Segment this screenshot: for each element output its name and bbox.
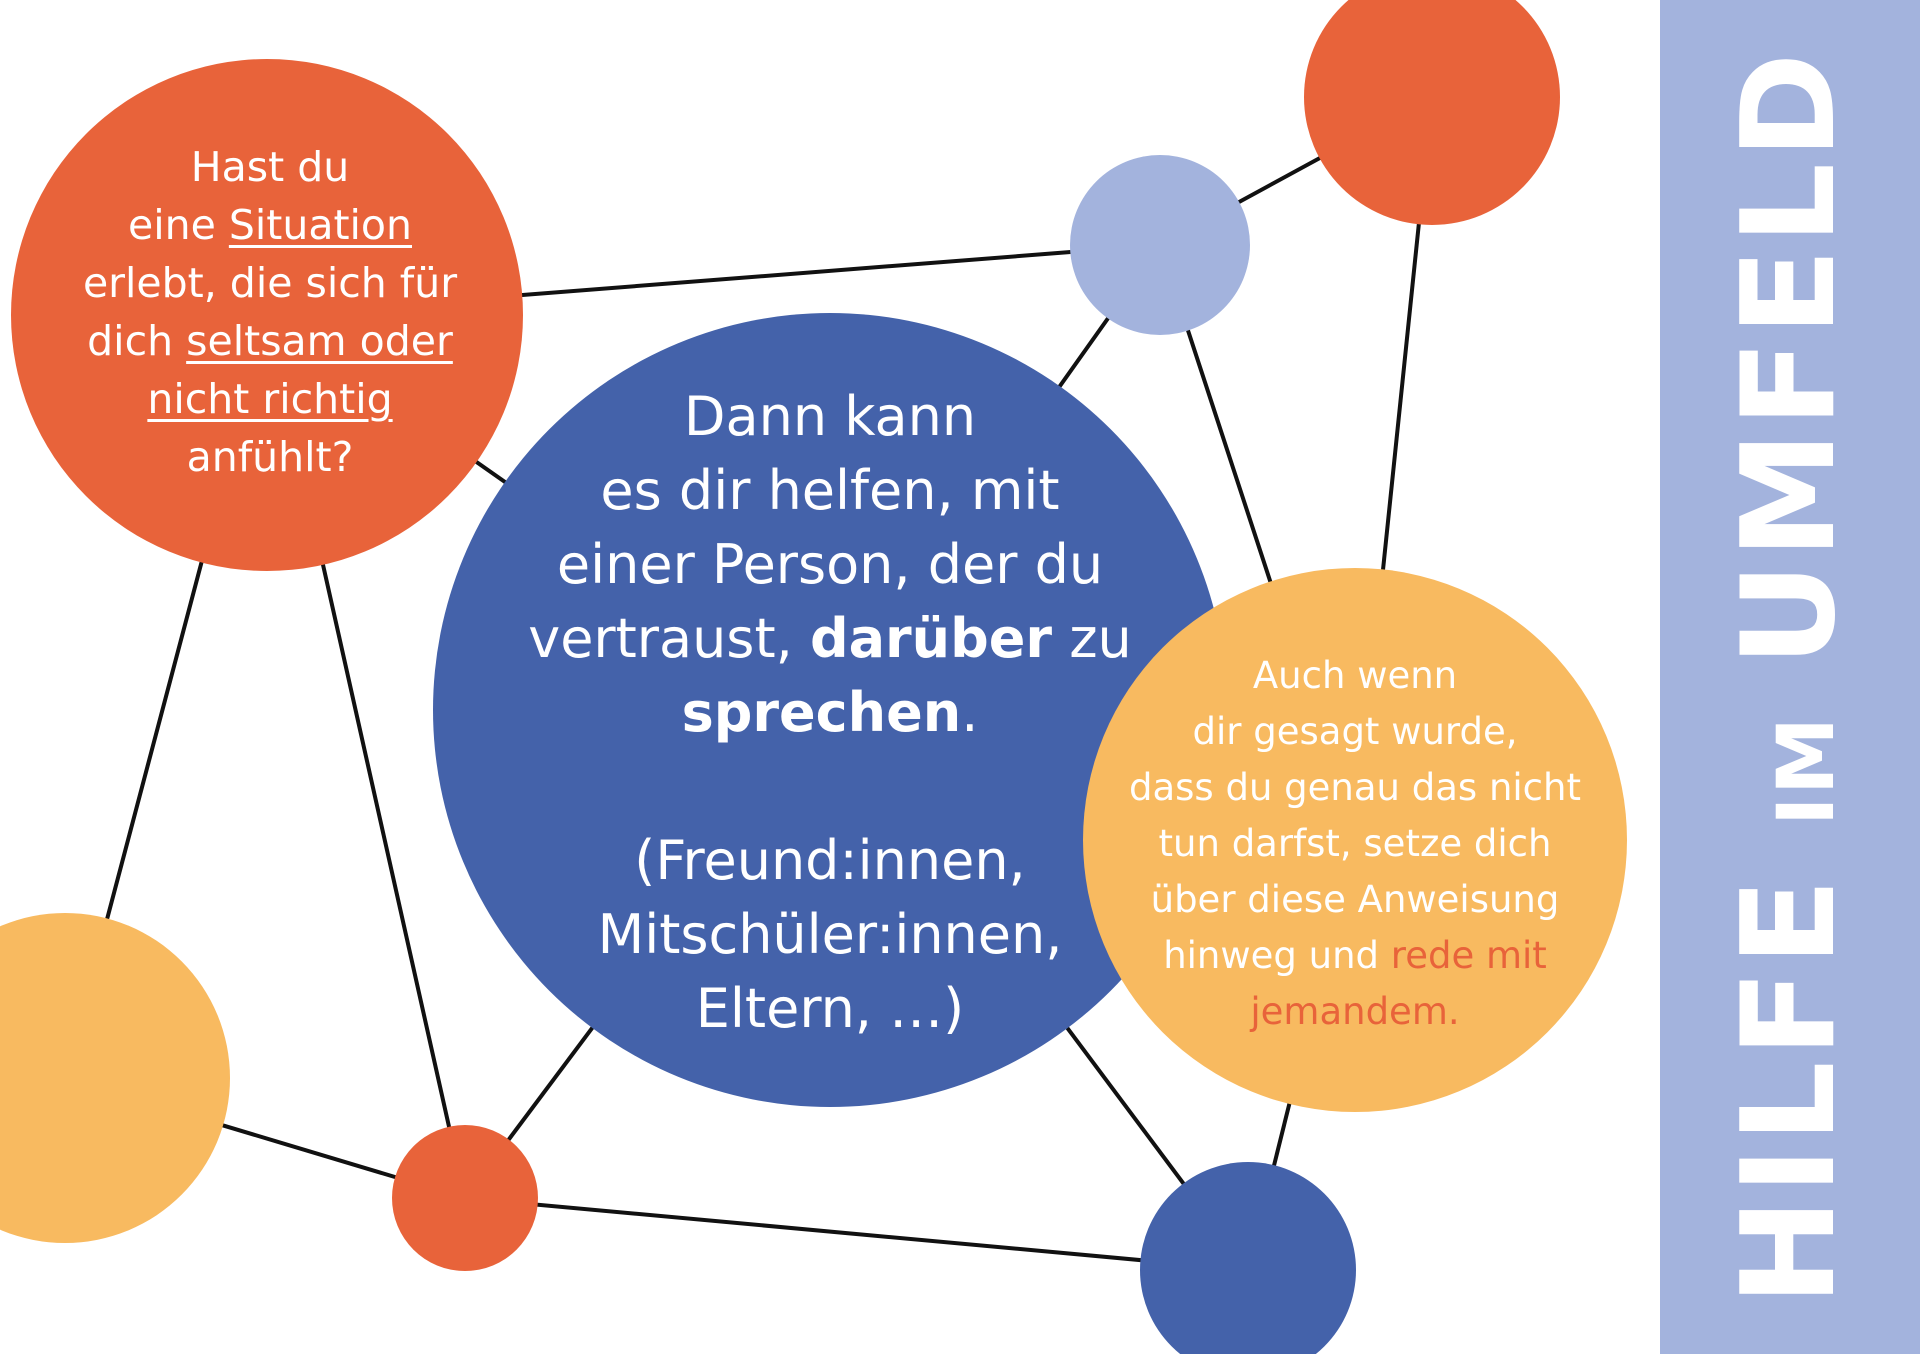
main-line: vertraust, darüber zu bbox=[528, 607, 1132, 670]
main-line: einer Person, der du bbox=[556, 533, 1104, 596]
question-line: dich seltsam oder bbox=[87, 317, 453, 365]
connector-line bbox=[464, 1196, 1249, 1272]
side-line: tun darfst, setze dich bbox=[1158, 822, 1552, 865]
side-text: Auch wenn dir gesagt wurde, dass du gena… bbox=[1080, 648, 1630, 1040]
question-line: eine Situation bbox=[128, 201, 412, 249]
question-line: Hast du bbox=[190, 143, 350, 191]
examples-list: (Freund:innen, Mitschüler:innen, Eltern,… bbox=[470, 824, 1190, 1046]
side-line: über diese Anweisung bbox=[1150, 878, 1560, 921]
question-line: anfühlt? bbox=[186, 433, 354, 481]
example-line: Eltern, …) bbox=[695, 977, 965, 1040]
main-line: Dann kann bbox=[683, 385, 977, 448]
question-bubble bbox=[11, 59, 523, 571]
title-word: UMFELD bbox=[1715, 48, 1864, 667]
side-line: dir gesagt wurde, bbox=[1192, 710, 1518, 753]
main-line: es dir helfen, mit bbox=[600, 459, 1060, 522]
node-orange-bottom bbox=[392, 1125, 538, 1271]
side-bubble bbox=[1083, 568, 1627, 1112]
example-line: (Freund:innen, bbox=[634, 829, 1026, 892]
main-line: sprechen. bbox=[681, 681, 979, 744]
side-line: hinweg und rede mit bbox=[1163, 934, 1547, 977]
example-line: Mitschüler:innen, bbox=[597, 903, 1063, 966]
node-light-blue bbox=[1070, 155, 1250, 335]
title-word: IM bbox=[1762, 715, 1852, 826]
node-dark-blue-bottom bbox=[1140, 1162, 1356, 1354]
side-panel-title: HILFE IM UMFELD bbox=[1715, 49, 1864, 1306]
highlight-text: rede mit bbox=[1390, 934, 1547, 977]
node-yellow-left bbox=[0, 913, 230, 1243]
question-text: Hast du eine Situation erlebt, die sich … bbox=[40, 138, 500, 486]
question-line: nicht richtig bbox=[40, 370, 500, 428]
main-bubble bbox=[433, 313, 1227, 1107]
side-line: dass du genau das nicht bbox=[1129, 766, 1581, 809]
side-panel bbox=[1660, 0, 1920, 1354]
node-orange-top bbox=[1304, 0, 1560, 225]
underlined-text: seltsam oder bbox=[186, 317, 453, 365]
main-text: Dann kann es dir helfen, mit einer Perso… bbox=[470, 380, 1190, 1046]
title-word: HILFE bbox=[1715, 874, 1864, 1306]
underlined-text: Situation bbox=[228, 201, 412, 249]
question-line: erlebt, die sich für bbox=[82, 259, 458, 307]
bold-text: darüber bbox=[809, 607, 1053, 670]
underlined-text: nicht richtig bbox=[147, 375, 393, 423]
highlight-text: jemandem. bbox=[1250, 990, 1460, 1033]
side-line: Auch wenn bbox=[1252, 654, 1458, 697]
bold-text: sprechen bbox=[681, 681, 962, 744]
